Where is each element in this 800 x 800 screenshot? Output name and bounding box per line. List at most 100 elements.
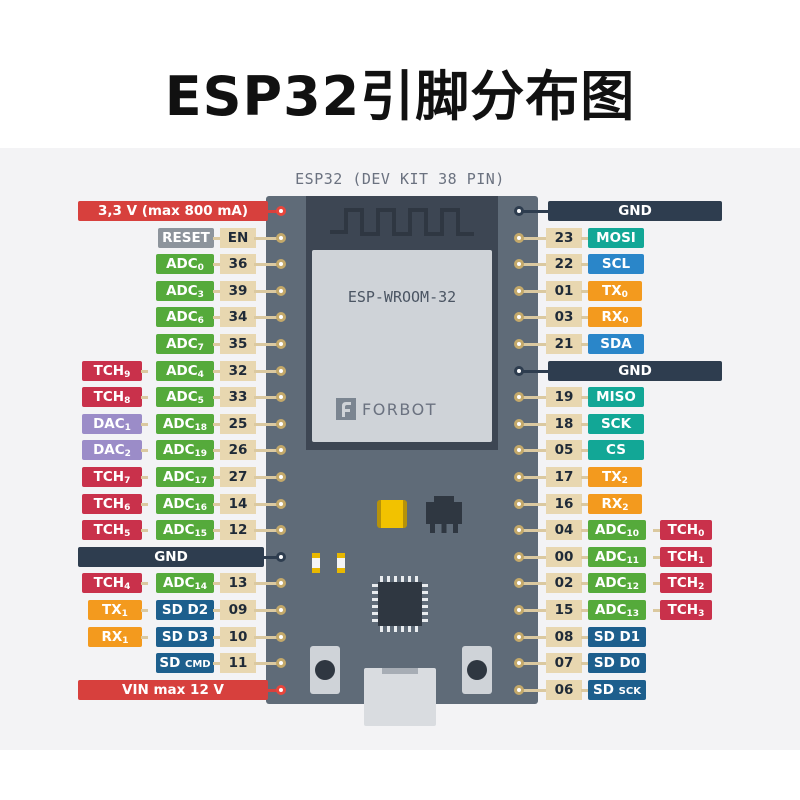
label-subscript: 3 — [197, 290, 204, 300]
pin-line — [213, 422, 220, 426]
label-text: DAC — [93, 416, 125, 432]
label-subscript: 1 — [121, 609, 128, 619]
label-text: MOSI — [596, 230, 636, 246]
pin-line — [581, 262, 589, 266]
pin-hole — [514, 206, 524, 216]
label-subscript: 19 — [194, 449, 208, 459]
pin-line — [519, 688, 548, 692]
tch-label: TCH1 — [660, 547, 712, 567]
gpio-number: 16 — [546, 494, 582, 514]
pin-line — [653, 528, 661, 532]
pin-line — [213, 608, 220, 612]
gpio-number: 26 — [220, 440, 256, 460]
label-text: 11 — [228, 655, 248, 671]
label-subscript: 3 — [698, 609, 705, 619]
i2c-label: SCL — [588, 254, 644, 274]
label-subscript: 2 — [124, 449, 131, 459]
ground-label: GND — [78, 547, 264, 567]
label-text: 34 — [228, 309, 248, 325]
pin-line — [213, 581, 220, 585]
tch-label: TCH4 — [82, 573, 142, 593]
label-text: 04 — [554, 522, 574, 538]
pin-hole — [276, 366, 286, 376]
pin-line — [262, 555, 281, 559]
pin-hole — [276, 286, 286, 296]
label-text: DAC — [93, 442, 125, 458]
label-subscript: 11 — [626, 556, 640, 566]
pin-hole — [514, 578, 524, 588]
label-text: 19 — [554, 389, 574, 405]
label-text: ADC — [166, 336, 198, 352]
label-text: EN — [227, 230, 249, 246]
label-subscript: 0 — [621, 290, 628, 300]
label-subscript: 7 — [124, 476, 131, 486]
adc-label: ADC18 — [156, 414, 214, 434]
label-text: MISO — [596, 389, 636, 405]
label-subscript: 2 — [621, 476, 628, 486]
tch-label: TCH3 — [660, 600, 712, 620]
spi-label: SCK — [588, 414, 644, 434]
pin-line — [254, 635, 281, 639]
pin-line — [254, 262, 281, 266]
pin-line — [581, 422, 589, 426]
page-title: ESP32引脚分布图 — [164, 65, 636, 128]
label-text: ADC — [162, 469, 195, 485]
pin-line — [266, 209, 281, 213]
label-text: TCH — [93, 389, 125, 405]
label-subscript: 1 — [124, 423, 131, 433]
label-subscript: 10 — [626, 529, 640, 539]
pin-line — [519, 555, 548, 559]
label-subscript: 6 — [124, 503, 131, 513]
label-text: 18 — [554, 416, 574, 432]
label-text: TCH — [667, 602, 699, 618]
usb-uart-chip — [372, 576, 428, 632]
adc-label: ADC15 — [156, 520, 214, 540]
pin-line — [581, 475, 589, 479]
pin-line — [254, 448, 281, 452]
pin-line — [254, 236, 281, 240]
pin-line — [581, 555, 589, 559]
uart-label: RX2 — [588, 494, 642, 514]
label-text: ADC — [166, 256, 198, 272]
label-text: RX — [601, 496, 623, 512]
pin-line — [213, 369, 220, 373]
gpio-number: 27 — [220, 467, 256, 487]
pin-line — [254, 369, 281, 373]
pin-hole — [514, 312, 524, 322]
label-text: 05 — [554, 442, 574, 458]
pin-line — [141, 395, 148, 399]
label-text: ADC — [162, 575, 195, 591]
gpio-number: 04 — [546, 520, 582, 540]
label-text: TCH — [93, 522, 125, 538]
pin-line — [141, 475, 148, 479]
label-subscript: 1 — [698, 556, 705, 566]
brand-label: FORBOT — [362, 399, 437, 419]
pin-line — [254, 395, 281, 399]
pin-hole — [276, 632, 286, 642]
pin-line — [519, 581, 548, 585]
gpio-number: 32 — [220, 361, 256, 381]
label-subscript: 13 — [626, 609, 640, 619]
gpio-number: 10 — [220, 627, 256, 647]
pin-line — [519, 528, 548, 532]
pin-line — [581, 688, 589, 692]
pin-line — [141, 369, 148, 373]
uart-label: RX1 — [88, 627, 142, 647]
pin-line — [254, 289, 281, 293]
label-text: 06 — [554, 682, 574, 698]
adc-label: ADC6 — [156, 307, 214, 327]
pin-line — [213, 236, 220, 240]
label-text: 26 — [228, 442, 248, 458]
label-text: ADC — [162, 442, 195, 458]
adc-label: ADC13 — [588, 600, 646, 620]
gpio-number: 35 — [220, 334, 256, 354]
adc-label: ADC16 — [156, 494, 214, 514]
label-text: ADC — [162, 496, 195, 512]
label-text: TCH — [667, 522, 699, 538]
pin-hole — [276, 259, 286, 269]
pin-hole — [276, 206, 286, 216]
label-text: VIN max 12 V — [122, 682, 224, 698]
dac-label: DAC2 — [82, 440, 142, 460]
label-text: SCL — [601, 256, 631, 272]
board-name: ESP32 (DEV KIT 38 PIN) — [295, 170, 505, 188]
